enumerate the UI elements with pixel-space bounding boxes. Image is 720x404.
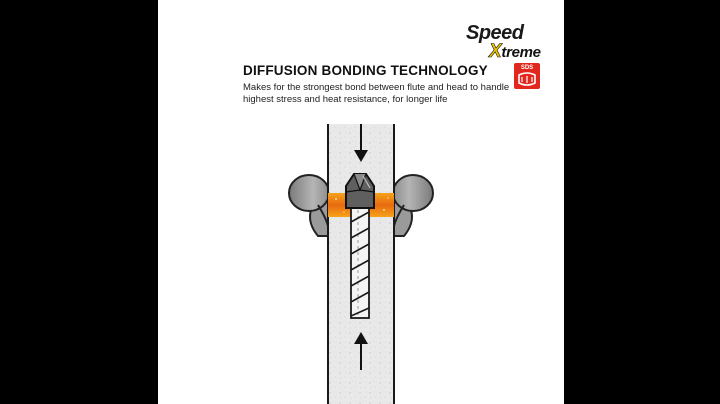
sds-badge-label: SDS xyxy=(520,65,534,71)
brand-logo-speed: Speed xyxy=(466,22,524,44)
brand-logo-xtreme: Xtreme xyxy=(489,41,541,63)
left-clamp xyxy=(288,174,330,237)
arrow-down-icon xyxy=(354,124,368,162)
drill-flute xyxy=(350,207,370,319)
content-panel: Speed Xtreme SDS DIFFUSION BONDING TECHN… xyxy=(158,0,564,404)
page-title: DIFFUSION BONDING TECHNOLOGY xyxy=(243,63,488,78)
carbide-head xyxy=(345,173,375,209)
right-clamp xyxy=(392,174,434,237)
arrow-up-icon xyxy=(354,332,368,370)
sds-badge: SDS xyxy=(514,63,540,89)
description-text: Makes for the strongest bond between flu… xyxy=(243,82,510,105)
sds-shank-icon xyxy=(518,72,536,86)
diffusion-bonding-illustration xyxy=(288,124,434,404)
